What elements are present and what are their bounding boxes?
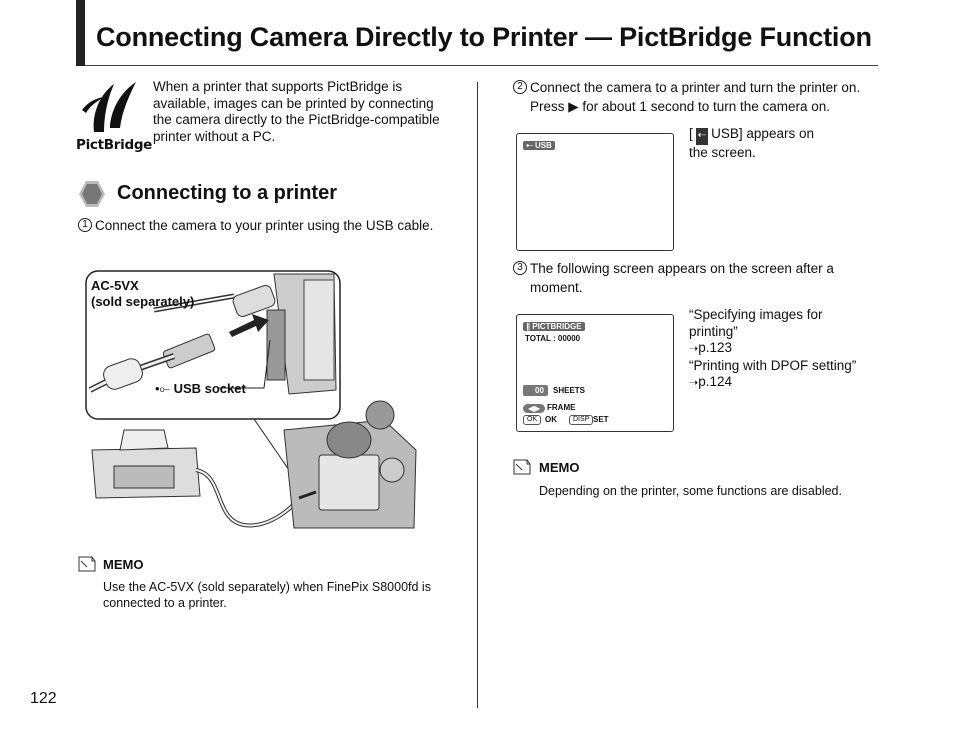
- intro-paragraph: When a printer that supports PictBridge …: [153, 79, 440, 144]
- usb-note: [⇠USB] appears on the screen.: [689, 126, 814, 160]
- adapter-label: AC-5VX (sold separately): [91, 278, 195, 309]
- step-2: 2 Connect the camera to a printer and tu…: [513, 78, 885, 116]
- page-title: Connecting Camera Directly to Printer — …: [96, 22, 872, 52]
- step-number: 2: [513, 80, 527, 94]
- usb-socket-label: •⟜ USB socket: [155, 381, 246, 396]
- lcd-usb-screen: ⇠ USB: [516, 133, 674, 251]
- column-divider: [477, 82, 478, 708]
- pictbridge-mini-icon: ∥: [526, 322, 533, 331]
- arrow-right-icon: ➝: [689, 377, 699, 389]
- lcd-disp-button: DISP: [569, 415, 594, 425]
- frame-arrow-icon: ◀▶: [523, 404, 546, 413]
- page-number: 122: [30, 690, 57, 707]
- connection-illustration: [84, 270, 424, 535]
- lcd-ok-button: OK: [523, 415, 542, 425]
- lcd-sheets: SHEETS: [553, 386, 586, 395]
- arrow-right-icon: ➝: [689, 343, 699, 355]
- step-number: 3: [513, 261, 527, 275]
- pictbridge-wordmark: PictBridge: [76, 137, 153, 153]
- step-text: Connect the camera to a printer and turn…: [530, 80, 861, 114]
- section-title: Connecting to a printer: [117, 182, 337, 204]
- camera-printer-diagram: [85, 270, 417, 529]
- pictbridge-tag: ∥ PICTBRIDGE: [523, 322, 585, 331]
- lcd-frame: FRAME: [547, 403, 576, 412]
- step-3: 3 The following screen appears on the sc…: [513, 259, 885, 297]
- pictbridge-logo: PictBridge: [74, 80, 152, 156]
- step-number: 1: [78, 218, 92, 232]
- memo-text: Use the AC-5VX (sold separately) when Fi…: [103, 580, 431, 610]
- title-bar: Connecting Camera Directly to Printer — …: [76, 0, 878, 66]
- usb-symbol-icon: ⇠: [526, 141, 535, 150]
- lcd-count: 00: [523, 385, 548, 396]
- ref-link-p123[interactable]: p.123: [698, 340, 733, 355]
- ref-link-p124[interactable]: p.124: [698, 374, 733, 389]
- memo-label: MEMO: [103, 557, 144, 572]
- step-1: 1 Connect the camera to your printer usi…: [78, 216, 438, 235]
- usb-tag: ⇠ USB: [523, 141, 555, 150]
- usb-symbol-icon: ⇠: [695, 128, 709, 145]
- memo-note-icon: [513, 459, 531, 475]
- lcd-ok-label: OK: [545, 415, 557, 424]
- lcd-set-label: SET: [593, 415, 609, 424]
- memo-label: MEMO: [539, 460, 580, 475]
- memo-note-icon: [78, 556, 96, 572]
- title-accent-bar: [76, 0, 85, 66]
- lcd-total: TOTAL : 00000: [525, 334, 581, 343]
- pictbridge-swoosh-icon: [82, 82, 136, 132]
- usb-symbol-icon: •⟜: [155, 381, 170, 396]
- reference-notes: “Specifying images for printing” ➝p.123 …: [689, 307, 857, 389]
- lcd-pictbridge-screen: ∥ PICTBRIDGE TOTAL : 00000 00 SHEETS ◀▶ …: [516, 314, 674, 432]
- memo-text: Depending on the printer, some functions…: [539, 484, 842, 498]
- section-hexagon-icon: [79, 181, 105, 207]
- step-text: Connect the camera to your printer using…: [95, 218, 434, 233]
- step-text: The following screen appears on the scre…: [530, 261, 834, 295]
